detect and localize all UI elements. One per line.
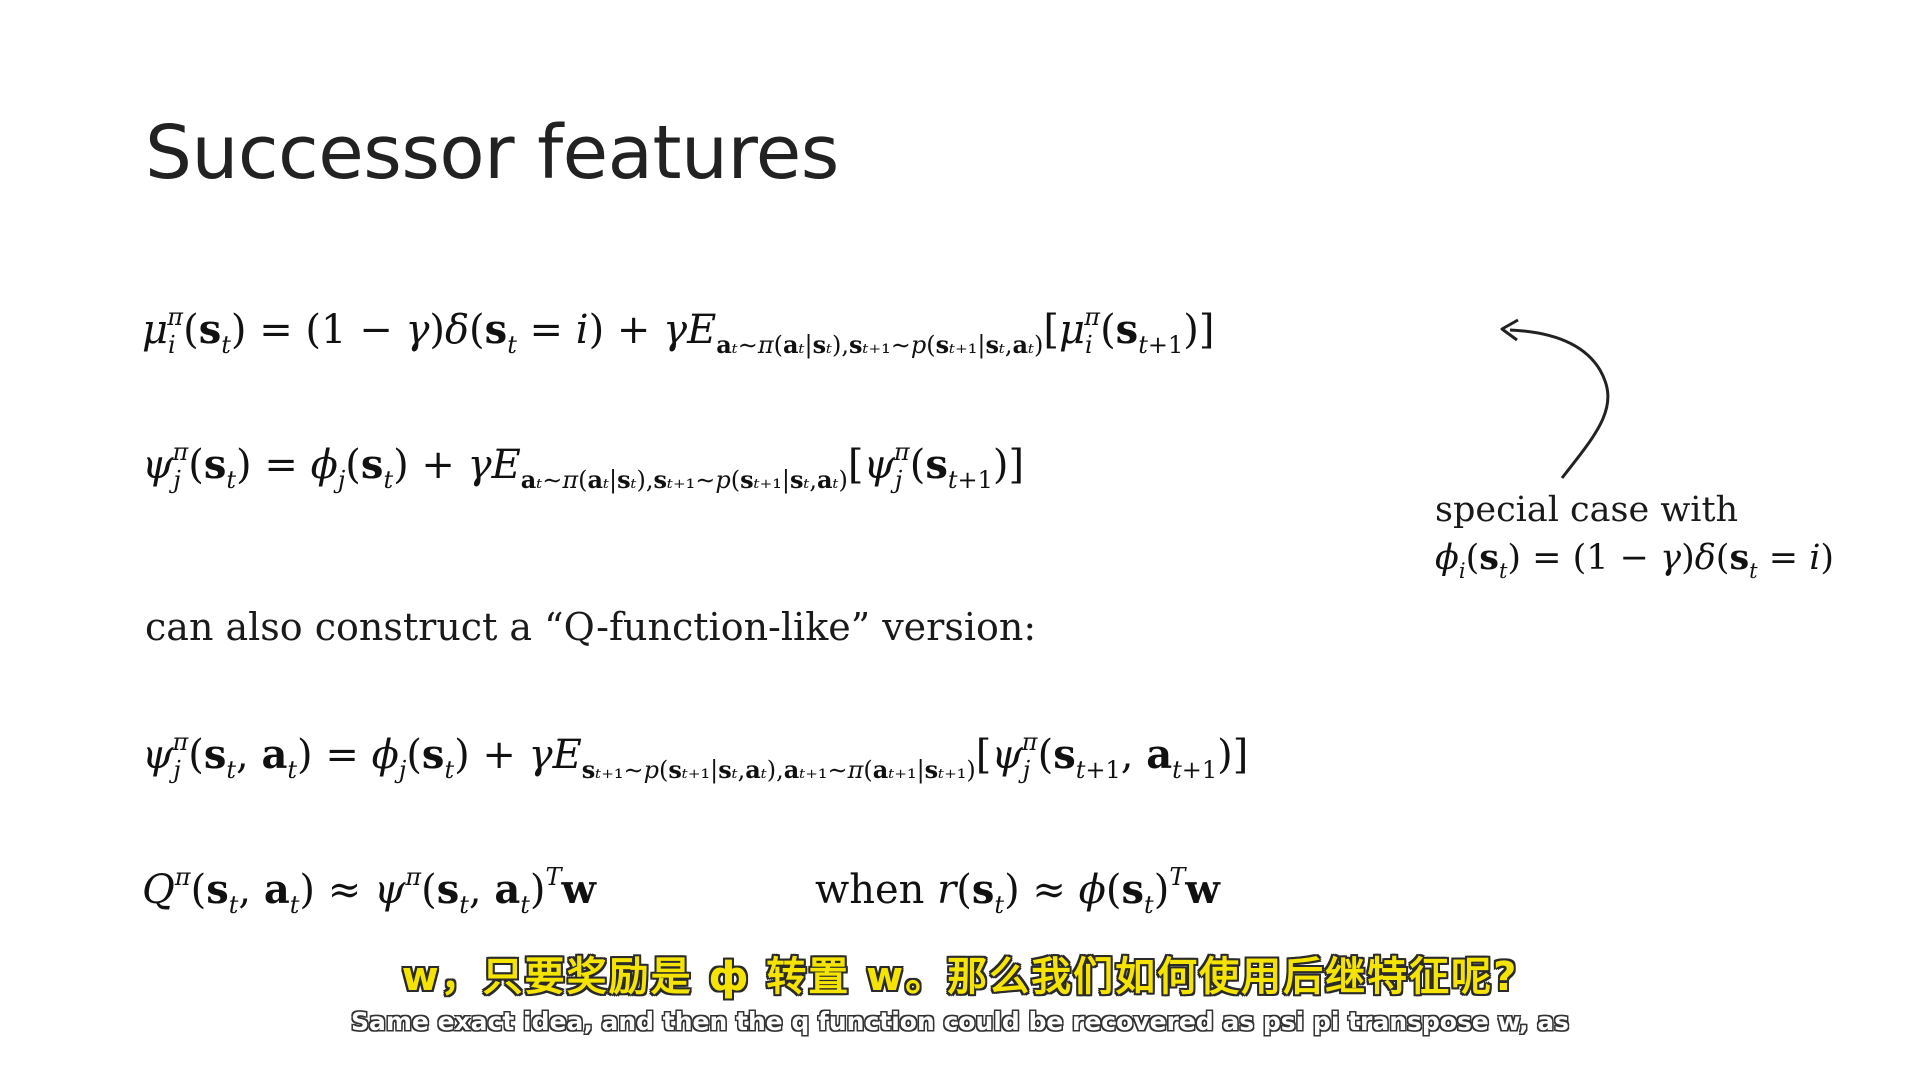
subtitle-english: Same exact idea, and then the q function… (351, 1007, 1569, 1036)
subtitle-chinese: w，只要奖励是 ф 转置 w。那么我们如何使用后继特征呢? (401, 954, 1519, 1000)
mu-recursion-equation: μiπ(st) = (1 − γ)δ(st = i) + γEaₜ∼π(aₜ|s… (142, 303, 1215, 360)
annotation-line-2: ϕi(st) = (1 − γ)δ(st = i) (1435, 537, 1835, 583)
q-approx-equation: Qπ(st, at) ≈ ψπ(st, at)Tw (142, 863, 596, 920)
when-condition-equation: when r(st) ≈ ϕ(st)Tw (815, 863, 1220, 920)
psi-recursion-equation: ψjπ(st) = ϕj(st) + γEaₜ∼π(aₜ|sₜ),sₜ₊₁∼p(… (142, 438, 1025, 495)
construct-text: can also construct a “Q-function-like” v… (145, 605, 1037, 649)
curved-arrow-icon (1500, 318, 1610, 479)
annotation-line-1: special case with (1435, 490, 1739, 530)
slide-title: Successor features (145, 110, 839, 196)
psi-q-recursion-equation: ψjπ(st, at) = ϕj(st) + γEsₜ₊₁∼p(sₜ₊₁|sₜ,… (142, 728, 1249, 785)
